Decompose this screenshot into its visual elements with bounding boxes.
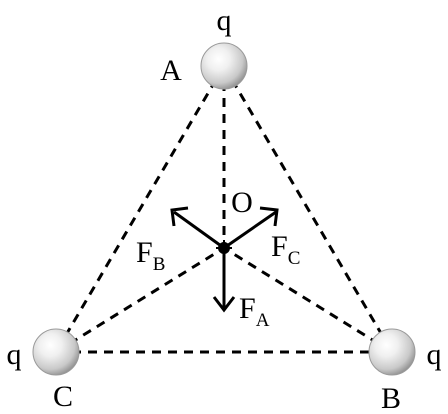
sphere-c	[32, 328, 80, 376]
center-label: O	[231, 186, 253, 219]
force-label-fc: FC	[271, 230, 300, 269]
median-c	[55, 246, 225, 354]
force-label-fb-subscript: B	[153, 254, 166, 275]
force-label-fa-subscript: A	[256, 310, 270, 331]
vertex-label-b: B	[381, 382, 401, 414]
vertex-label-a: A	[160, 54, 182, 87]
force-label-fb: FB	[136, 236, 165, 275]
edge-ac	[54, 65, 226, 353]
edge-ab	[222, 65, 394, 353]
force-label-fa: FA	[239, 292, 270, 331]
force-vector-fb	[170, 206, 225, 250]
sphere-a	[200, 42, 248, 90]
force-label-fc-subscript: C	[288, 248, 301, 269]
charge-label-b: q	[427, 338, 442, 371]
force-vector-fc	[223, 206, 279, 250]
median-b	[223, 246, 393, 354]
vertex-label-c: C	[53, 380, 73, 413]
force-label-fa-symbol: F	[239, 292, 256, 325]
sphere-b	[368, 328, 416, 376]
force-vector-fa	[212, 248, 236, 313]
charge-label-a: q	[217, 4, 232, 37]
charge-label-c: q	[7, 338, 22, 371]
force-label-fb-symbol: F	[136, 236, 153, 269]
force-label-fc-symbol: F	[271, 230, 288, 263]
center-point-o	[216, 240, 232, 256]
